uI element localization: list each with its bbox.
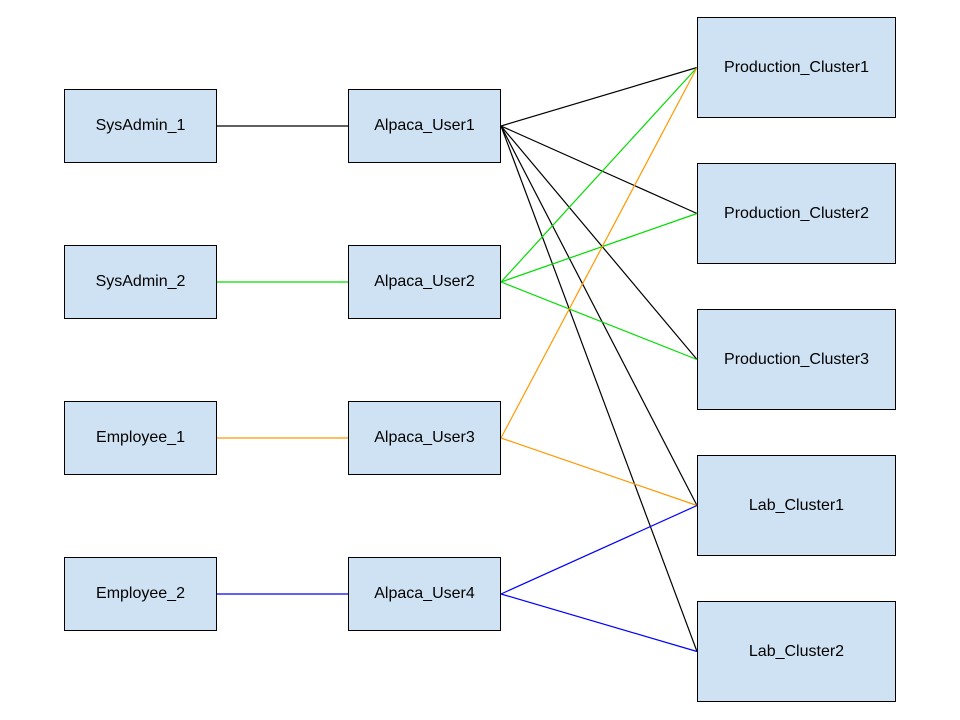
edge-alpaca-user2-to-production-cluster1	[500, 67, 698, 283]
edge-alpaca-user1-to-lab-cluster1	[500, 125, 698, 506]
node-sysadmin-2[interactable]: SysAdmin_2	[64, 245, 217, 319]
edge-alpaca-user3-to-lab-cluster1	[500, 437, 698, 507]
edge-alpaca-user1-to-production-cluster1	[500, 66, 698, 127]
node-lab-cluster1[interactable]: Lab_Cluster1	[697, 455, 896, 556]
edge-alpaca-user1-to-lab-cluster2	[500, 125, 698, 652]
node-production-cluster3[interactable]: Production_Cluster3	[697, 309, 896, 410]
node-production-cluster1[interactable]: Production_Cluster1	[697, 17, 896, 118]
edge-alpaca-user1-to-production-cluster2	[500, 125, 698, 215]
edge-alpaca-user4-to-lab-cluster2	[500, 593, 698, 653]
edge-alpaca-user2-to-production-cluster3	[500, 281, 698, 361]
node-production-cluster2[interactable]: Production_Cluster2	[697, 163, 896, 264]
edge-alpaca-user2-to-production-cluster2	[500, 212, 698, 283]
node-employee-2[interactable]: Employee_2	[64, 557, 217, 631]
edge-alpaca-user1-to-production-cluster3	[500, 125, 698, 360]
node-sysadmin-1[interactable]: SysAdmin_1	[64, 89, 217, 163]
node-alpaca-user4[interactable]: Alpaca_User4	[348, 557, 501, 631]
edge-alpaca-user3-to-production-cluster1	[500, 67, 698, 439]
node-lab-cluster2[interactable]: Lab_Cluster2	[697, 601, 896, 702]
edge-alpaca-user4-to-lab-cluster1	[500, 504, 698, 595]
node-employee-1[interactable]: Employee_1	[64, 401, 217, 475]
node-alpaca-user3[interactable]: Alpaca_User3	[348, 401, 501, 475]
node-alpaca-user1[interactable]: Alpaca_User1	[348, 89, 501, 163]
node-alpaca-user2[interactable]: Alpaca_User2	[348, 245, 501, 319]
